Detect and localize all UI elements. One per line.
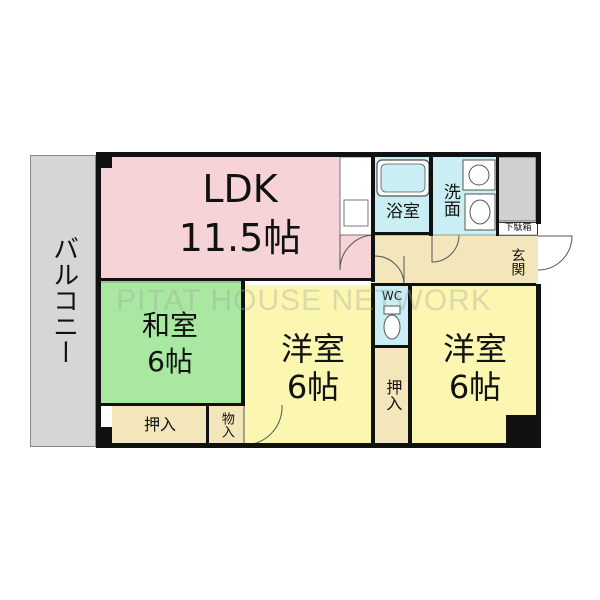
wall <box>429 152 433 236</box>
kitchen-counter <box>339 156 373 236</box>
wall <box>374 232 432 235</box>
sink-icon <box>343 199 369 227</box>
ldk-name: LDK <box>202 167 278 212</box>
wall <box>96 443 541 448</box>
wall <box>96 278 374 281</box>
balcony <box>30 155 96 447</box>
toilet-icon <box>383 305 401 315</box>
youshitsu1-name: 洋室 <box>280 330 345 369</box>
oshiire1-label: 押入 <box>143 414 176 434</box>
wall <box>374 345 410 348</box>
wall <box>408 283 412 445</box>
column <box>96 152 112 168</box>
youshitsu2-name: 洋室 <box>442 330 507 369</box>
youshitsu2-size: 6帖 <box>448 368 502 407</box>
wall <box>374 283 536 286</box>
oshiire-2 <box>374 347 410 445</box>
bath-label: 浴室 <box>386 202 420 223</box>
wc-label: WC <box>381 288 403 303</box>
wall <box>536 152 541 224</box>
washitsu-room <box>96 280 244 405</box>
wall <box>96 403 244 406</box>
entrance-area <box>374 235 538 285</box>
ldk-room <box>96 155 374 280</box>
wall <box>241 281 245 406</box>
entrance-closet <box>497 156 537 222</box>
youshitsu1-door-icon <box>243 404 283 446</box>
entrance-label: 玄関 <box>509 248 526 276</box>
front-door-icon <box>537 235 573 271</box>
wall <box>371 283 375 445</box>
ldk-door-icon <box>339 234 376 271</box>
bath-door-icon <box>431 234 460 263</box>
column <box>96 427 112 447</box>
washitsu-size: 6帖 <box>147 345 193 379</box>
balcony-label: バルコニー <box>48 235 79 365</box>
oshiire-1 <box>112 405 208 445</box>
wall <box>536 284 541 448</box>
oshiire2-label: 押入 <box>383 379 403 411</box>
shoe-box-label: 下駄箱 <box>504 223 532 234</box>
wall <box>96 152 101 448</box>
wall <box>371 152 375 282</box>
wall <box>206 405 209 445</box>
column <box>506 415 540 447</box>
youshitsu-room-1 <box>244 285 374 445</box>
wall <box>96 152 541 157</box>
monoire-label: 物入 <box>218 412 234 438</box>
wc-door-icon <box>374 255 405 286</box>
youshitsu1-size: 6帖 <box>286 368 340 407</box>
monoire <box>208 405 244 445</box>
wash-label: 洗面 <box>439 183 460 217</box>
washitsu-name: 和室 <box>141 309 198 343</box>
wall <box>496 152 499 236</box>
ldk-size: 11.5帖 <box>178 216 302 261</box>
